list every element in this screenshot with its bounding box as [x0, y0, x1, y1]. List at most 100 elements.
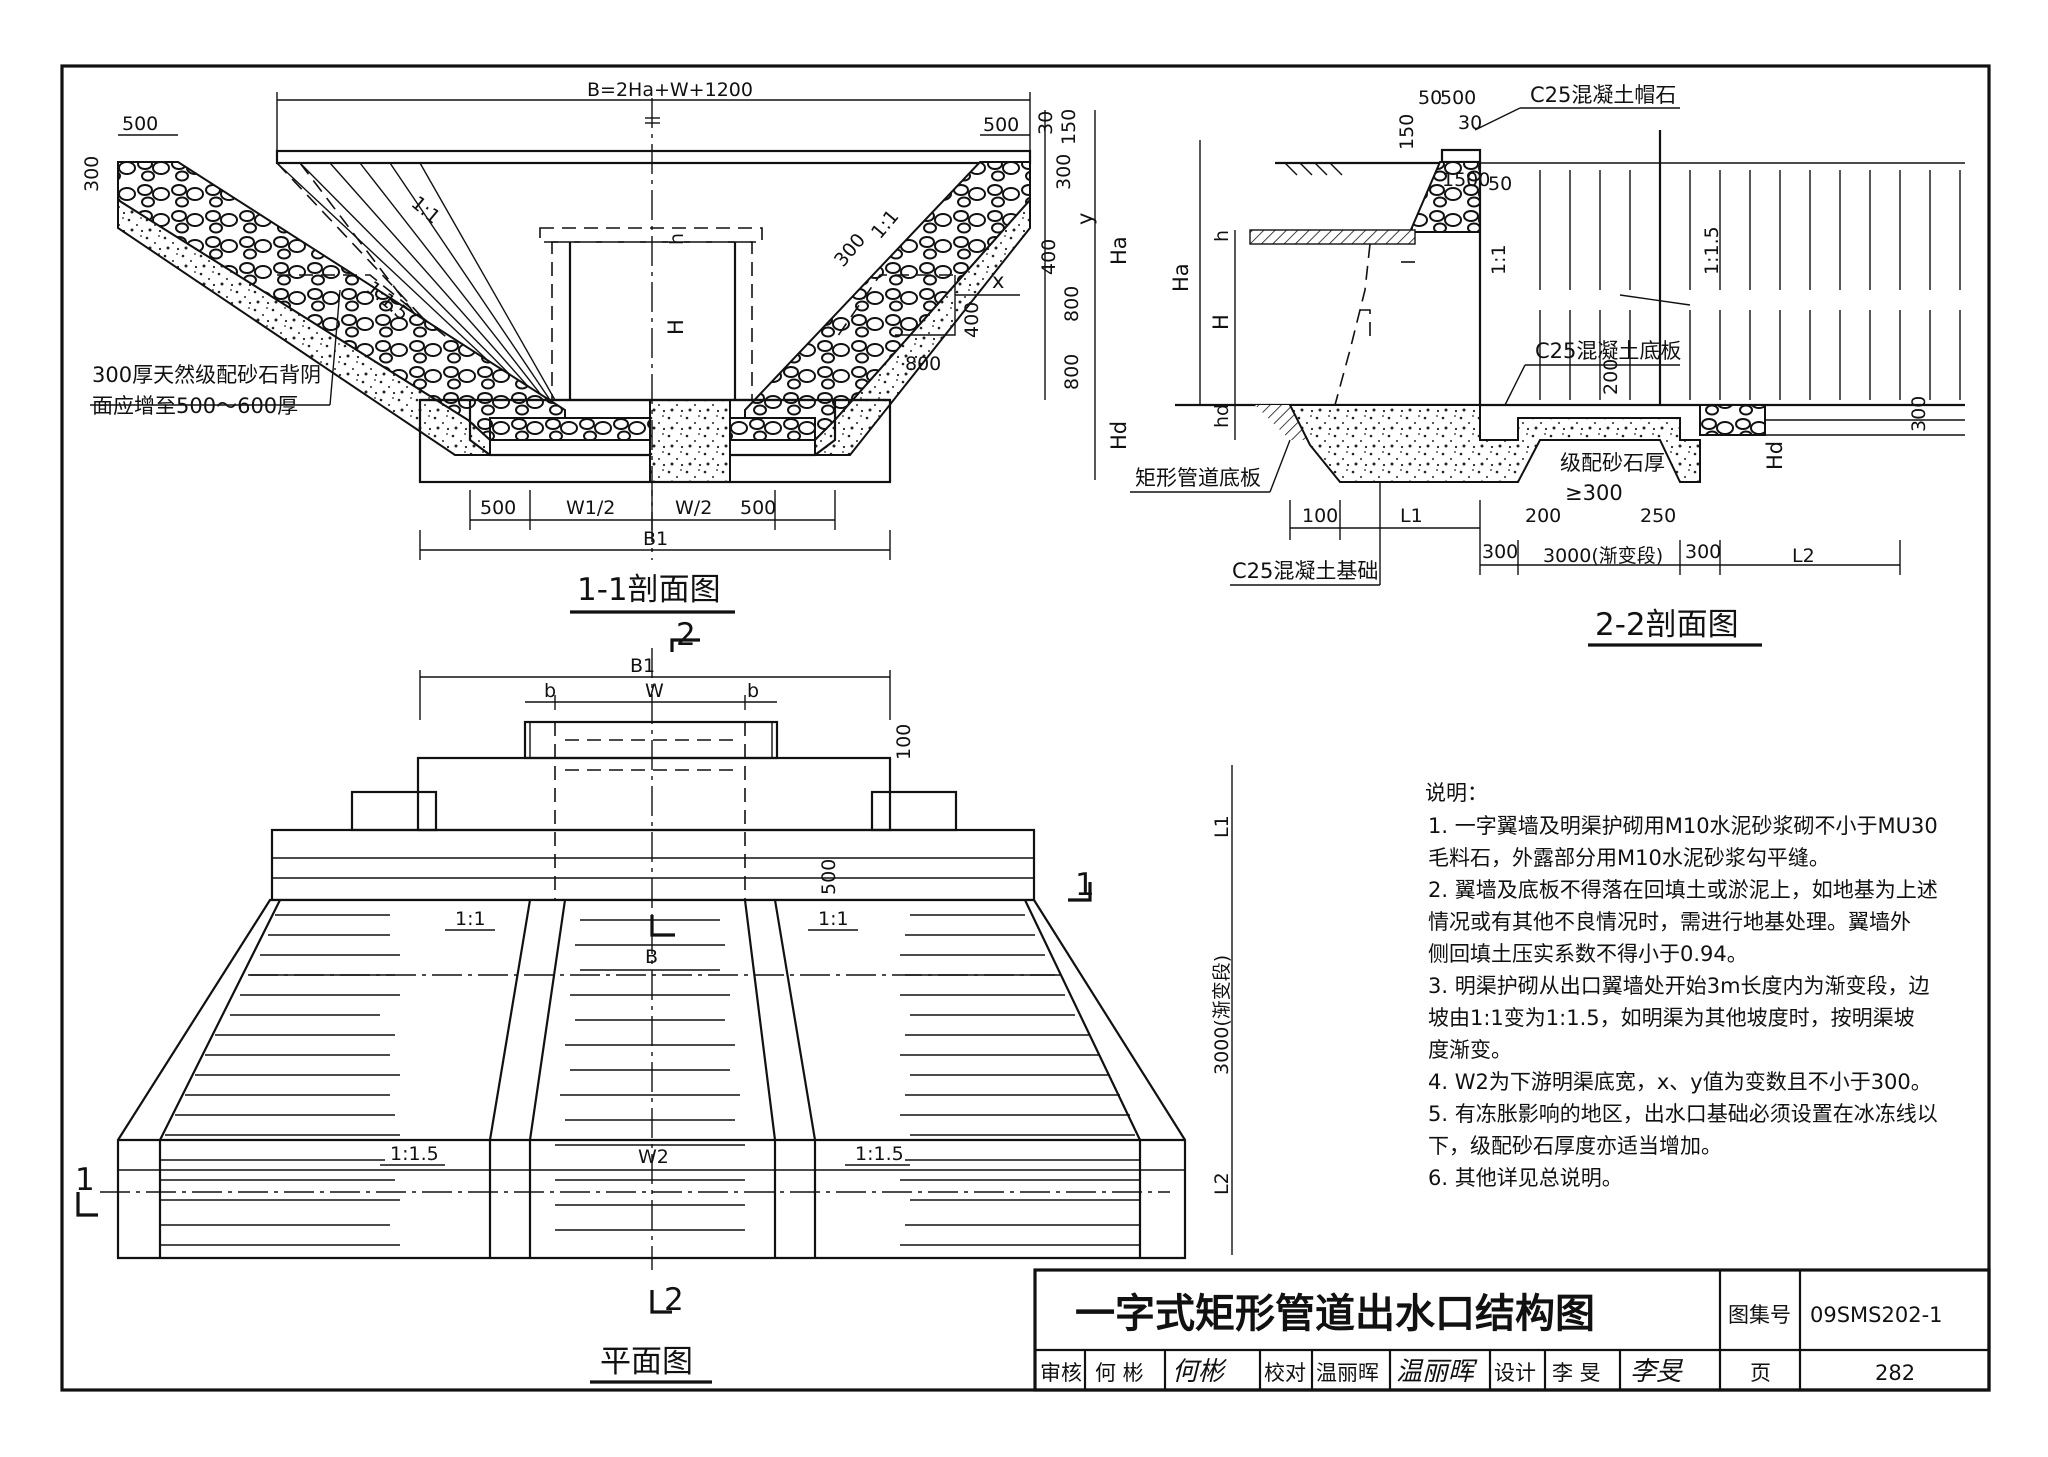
dim-3000: 3000(渐变段) [1543, 545, 1663, 567]
note-line-6: 3. 明渠护砌从出口翼墙处开始3m长度内为渐变段，边 [1428, 974, 1930, 998]
notes-heading: 说明： [1425, 781, 1488, 805]
design-label: 设计 [1494, 1361, 1536, 1385]
dim-30: 30 [1458, 112, 1482, 134]
dim-50b: 50 [1488, 173, 1512, 195]
dim-800-v1: 800 [1061, 286, 1083, 322]
dim-w-half-1: W1/2 [566, 497, 615, 519]
section-1-1: B=2Ha+W+1200 500 300 500 30 150 300 y Ha… [81, 79, 1131, 614]
plan-slope-1-1-left: 1:1 [455, 908, 486, 930]
note-line-3: 2. 翼墙及底板不得落在回填土或淤泥上，如地基为上述 [1428, 878, 1938, 902]
dim-200v: 200 [1600, 359, 1622, 395]
cut-1-left: 1 [75, 1162, 95, 1198]
dim-hd: Hd [1107, 421, 1131, 450]
dim-y: y [1073, 213, 1097, 225]
dim-h-sec2: h [1211, 230, 1233, 242]
dim-right-30: 30 [1035, 111, 1057, 135]
note-line-8: 度渐变。 [1428, 1038, 1512, 1062]
slope-1-1-sec2: 1:1 [1488, 244, 1510, 275]
dim-250: 250 [1640, 505, 1676, 527]
caption-1-1: 1-1剖面图 [577, 572, 721, 608]
note-line-9: 4. W2为下游明渠底宽，x、y值为变数且不小于300。 [1428, 1070, 1932, 1094]
dim-x: x [992, 269, 1004, 293]
slope-1-1-right: 1:1 [867, 206, 904, 244]
callout-line-2: 面应增至500～600厚 [92, 394, 298, 418]
dim-1500: 1500 [1442, 169, 1490, 191]
dim-hd-sec2: hd [1211, 404, 1233, 428]
notes-block: 说明： 1. 一字翼墙及明渠护砌用M10水泥砂浆砌不小于MU30 毛料石，外露部… [1425, 781, 1938, 1190]
dim-b500-right: 500 [740, 497, 776, 519]
dim-150: 150 [1396, 114, 1418, 150]
dim-Hd-sec2: Hd [1763, 441, 1787, 470]
label-pipe-slab: 矩形管道底板 [1135, 466, 1261, 490]
note-line-5: 侧回填土压实系数不得小于0.94。 [1428, 942, 1748, 966]
checker-signature: 温丽晖 [1396, 1357, 1478, 1387]
note-line-2: 毛料石，外露部分用M10水泥砂浆勾平缝。 [1428, 846, 1830, 870]
dim-H-sec2: H [1209, 314, 1233, 330]
caption-2-2: 2-2剖面图 [1595, 607, 1739, 643]
section-2-2: C25混凝土帽石 C25混凝土底板 矩形管道底板 C25混凝土基础 级配砂石厚 … [1130, 83, 1965, 647]
title-block: 一字式矩形管道出水口结构图 图集号 09SMS202-1 审核 何 彬 何彬 校… [1033, 1268, 1991, 1392]
note-line-10: 5. 有冻胀影响的地区，出水口基础必须设置在冰冻线以 [1428, 1102, 1938, 1126]
dim-L1: L1 [1400, 505, 1423, 527]
dim-200h: 200 [1525, 505, 1561, 527]
label-foundation: C25混凝土基础 [1232, 559, 1378, 583]
dim-left-300: 300 [81, 156, 103, 192]
dim-800-h: 800 [905, 353, 941, 375]
dim-300v: 300 [1908, 396, 1930, 432]
sheet-border [60, 64, 1991, 1392]
plan-dim-B: B [645, 946, 658, 968]
caption-plan: 平面图 [600, 1344, 693, 1380]
dim-ha: Ha [1107, 236, 1131, 265]
designer-signature: 李旻 [1630, 1357, 1683, 1387]
note-line-4: 情况或有其他不良情况时，需进行地基处理。翼墙外 [1428, 910, 1911, 934]
plan-slope-1-1-5-right: 1:1.5 [855, 1143, 904, 1165]
plan-dim-b-left: b [544, 680, 556, 702]
cut-1-right: 1 [1075, 867, 1095, 903]
plan-slope-1-1-5-left: 1:1.5 [390, 1143, 439, 1165]
dim-h: h [666, 233, 688, 245]
dim-400b: 400 [961, 302, 983, 338]
check-label: 校对 [1264, 1361, 1306, 1385]
dim-left-500: 500 [122, 113, 158, 135]
page-label: 页 [1750, 1361, 1771, 1385]
plan-dim-b1: B1 [630, 655, 655, 677]
designer-name: 李 旻 [1552, 1361, 1601, 1385]
plan-dim-L1: L1 [1211, 815, 1233, 838]
atlas-number: 09SMS202-1 [1810, 1303, 1943, 1327]
label-cap-stone: C25混凝土帽石 [1530, 83, 1676, 107]
dim-b1: B1 [643, 528, 668, 550]
dim-800-v2: 800 [1061, 354, 1083, 390]
callout-line-1: 300厚天然级配砂石背阴 [92, 363, 321, 387]
dim-500: 500 [1440, 87, 1476, 109]
page-number: 282 [1875, 1361, 1915, 1385]
dim-right-150: 150 [1058, 109, 1080, 145]
plan-dim-500: 500 [818, 859, 840, 895]
plan-dim-w2: W2 [638, 1146, 669, 1168]
label-gravel-1: 级配砂石厚 [1560, 451, 1665, 475]
checker-name: 温丽晖 [1316, 1361, 1379, 1385]
plan-dim-L2: L2 [1211, 1172, 1233, 1195]
plan-dim-w: W [645, 680, 664, 702]
dim-H: H [664, 319, 688, 335]
cut-2-top: 2 [676, 617, 696, 653]
reviewer-signature: 何彬 [1172, 1357, 1227, 1387]
dim-top-width: B=2Ha+W+1200 [587, 79, 753, 101]
dim-right-300: 300 [1053, 154, 1075, 190]
slope-300: 300 [830, 229, 870, 271]
dim-b500-left: 500 [480, 497, 516, 519]
reviewer-name: 何 彬 [1095, 1361, 1144, 1385]
note-line-12: 6. 其他详见总说明。 [1428, 1166, 1623, 1190]
atlas-label: 图集号 [1728, 1303, 1791, 1327]
cut-2-bottom: 2 [664, 1282, 684, 1318]
dim-100: 100 [1302, 505, 1338, 527]
note-line-7: 坡由1:1变为1:1.5，如明渠为其他坡度时，按明渠坡 [1428, 1006, 1915, 1030]
plan-slope-1-1-right: 1:1 [818, 908, 849, 930]
dim-50: 50 [1418, 87, 1442, 109]
dim-300b: 300 [1685, 541, 1721, 563]
drawing-title: 一字式矩形管道出水口结构图 [1075, 1291, 1595, 1337]
label-base-slab: C25混凝土底板 [1535, 339, 1681, 363]
note-line-11: 下，级配砂石厚度亦适当增加。 [1428, 1134, 1722, 1158]
dim-right-500: 500 [983, 114, 1019, 136]
plan-dim-b-right: b [747, 680, 759, 702]
